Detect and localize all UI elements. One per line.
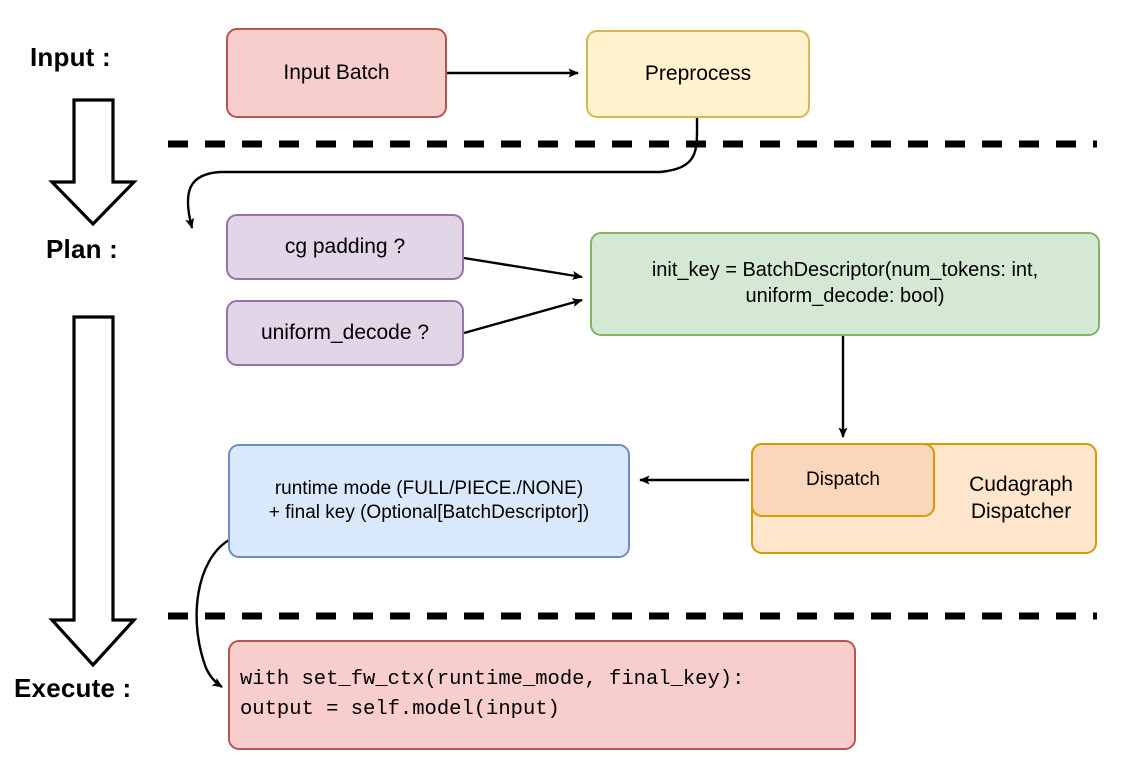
- node-execute-code[interactable]: with set_fw_ctx(runtime_mode, final_key)…: [228, 640, 856, 750]
- node-input-batch[interactable]: Input Batch: [226, 28, 447, 118]
- node-runtime-mode-label: runtime mode (FULL/PIECE./NONE) + final …: [268, 477, 590, 523]
- arrow-uniform-decode-to-init-key: [463, 298, 583, 335]
- stage-arrow-plan-to-execute: [48, 315, 138, 668]
- node-cg-padding-label: cg padding ?: [284, 234, 406, 258]
- node-preprocess-label: Preprocess: [644, 61, 752, 85]
- arrow-runtime-mode-to-execute-code: [195, 538, 230, 688]
- node-runtime-mode[interactable]: runtime mode (FULL/PIECE./NONE) + final …: [228, 444, 630, 558]
- node-uniform-decode-label: uniform_decode ?: [260, 320, 430, 344]
- node-dispatch[interactable]: Dispatch: [751, 443, 935, 517]
- node-dispatch-label: Dispatch: [806, 468, 880, 490]
- stage-label-plan: Plan :: [46, 234, 118, 264]
- stage-label-execute: Execute :: [14, 673, 132, 703]
- node-init-key-label: init_key = BatchDescriptor(num_tokens: i…: [651, 259, 1039, 307]
- stage-label-input: Input :: [30, 42, 111, 72]
- node-uniform-decode[interactable]: uniform_decode ?: [226, 300, 464, 366]
- node-init-key[interactable]: init_key = BatchDescriptor(num_tokens: i…: [590, 232, 1100, 336]
- arrow-cg-padding-to-init-key: [463, 256, 583, 280]
- node-cudagraph-dispatcher-label: Cudagraph Dispatcher: [969, 472, 1073, 523]
- node-input-batch-label: Input Batch: [283, 60, 390, 84]
- arrow-preprocess-to-cg-padding: [185, 117, 699, 229]
- stage-arrow-input-to-plan: [48, 98, 138, 227]
- node-execute-code-label: with set_fw_ctx(runtime_mode, final_key)…: [240, 668, 745, 721]
- node-cg-padding[interactable]: cg padding ?: [226, 214, 464, 280]
- node-preprocess[interactable]: Preprocess: [586, 30, 810, 118]
